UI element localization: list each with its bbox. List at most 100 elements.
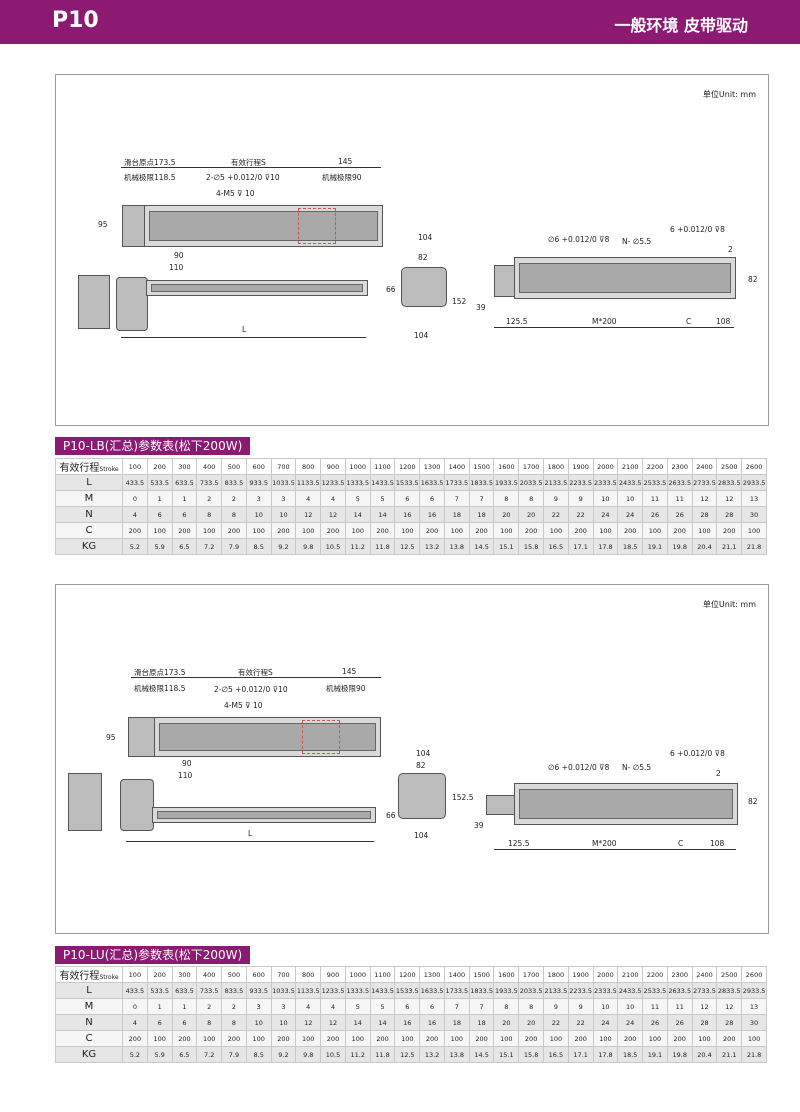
stroke-cell: 1800 bbox=[543, 966, 569, 983]
value-cell: 21.1 bbox=[716, 538, 743, 555]
drawing-panel-lb: 单位Unit: mm 滑台原点173.5 有效行程S 145 机械极限118.5… bbox=[55, 74, 769, 426]
value-cell: 100 bbox=[344, 522, 371, 539]
value-cell: 18 bbox=[468, 506, 495, 523]
value-cell: 200 bbox=[122, 522, 148, 539]
value-cell: 1633.5 bbox=[419, 982, 445, 999]
value-cell: 7.9 bbox=[221, 538, 247, 555]
motor-block bbox=[128, 717, 156, 757]
value-cell: 1 bbox=[171, 490, 198, 507]
value-cell: 19.8 bbox=[666, 538, 693, 555]
value-cell: 100 bbox=[642, 1030, 668, 1047]
dim-6-label: 6 +0.012/0 ⊽8 bbox=[670, 225, 725, 234]
value-cell: 2133.5 bbox=[543, 982, 569, 999]
value-cell: 6 bbox=[394, 490, 421, 507]
dim-m200: M*200 bbox=[592, 839, 617, 848]
stroke-cell: 1900 bbox=[567, 458, 594, 475]
value-cell: 16 bbox=[419, 1014, 445, 1031]
value-cell: 28 bbox=[691, 506, 718, 523]
value-cell: 2033.5 bbox=[518, 474, 545, 491]
stroke-header-label: 有效行程 bbox=[59, 463, 100, 474]
row-label: KG bbox=[55, 538, 123, 555]
stroke-cell: 300 bbox=[171, 458, 198, 475]
value-cell: 1 bbox=[146, 490, 173, 507]
motor-side-block bbox=[68, 773, 102, 831]
value-cell: 8 bbox=[518, 998, 545, 1015]
value-cell: 2133.5 bbox=[543, 474, 569, 491]
stroke-cell: 300 bbox=[171, 966, 198, 983]
n-holes-label: N- ∅5.5 bbox=[622, 763, 652, 772]
value-cell: 3 bbox=[270, 490, 297, 507]
value-cell: 1433.5 bbox=[369, 982, 396, 999]
value-cell: 10 bbox=[592, 998, 619, 1015]
value-cell: 833.5 bbox=[221, 474, 247, 491]
value-cell: 9 bbox=[567, 998, 594, 1015]
value-cell: 22 bbox=[567, 1014, 594, 1031]
dim-108: 108 bbox=[710, 839, 725, 848]
value-cell: 17.1 bbox=[567, 1046, 594, 1063]
value-cell: 12 bbox=[716, 998, 743, 1015]
value-cell: 13.2 bbox=[419, 1046, 445, 1063]
value-cell: 14 bbox=[369, 1014, 396, 1031]
dim-95: 95 bbox=[106, 733, 116, 742]
phi6-label: ∅6 +0.012/0 ⊽8 bbox=[548, 763, 610, 772]
hole-spec-label: 2-∅5 +0.012/0 ⊽10 bbox=[214, 685, 288, 694]
value-cell: 200 bbox=[617, 522, 644, 539]
side-view-rail bbox=[146, 280, 368, 296]
value-cell: 11.2 bbox=[344, 538, 371, 555]
top-view-rail bbox=[144, 205, 383, 247]
model-title: P10 bbox=[52, 8, 99, 33]
value-cell: 8 bbox=[221, 506, 247, 523]
row-label: KG bbox=[55, 1046, 123, 1063]
stroke-header-sub: Stroke bbox=[99, 974, 119, 981]
value-cell: 1133.5 bbox=[295, 982, 322, 999]
value-cell: 7 bbox=[468, 490, 495, 507]
value-cell: 12 bbox=[320, 1014, 346, 1031]
value-cell: 200 bbox=[567, 522, 594, 539]
value-cell: 200 bbox=[369, 1030, 396, 1047]
value-cell: 200 bbox=[716, 1030, 743, 1047]
value-cell: 9 bbox=[567, 490, 594, 507]
value-cell: 12 bbox=[691, 490, 718, 507]
page-subtitle: 一般环境 皮带驱动 bbox=[614, 16, 748, 35]
stroke-header-label: 有效行程 bbox=[59, 971, 100, 982]
stroke-cell: 2400 bbox=[691, 458, 718, 475]
value-cell: 11 bbox=[666, 490, 693, 507]
value-cell: 8 bbox=[221, 1014, 247, 1031]
value-cell: 22 bbox=[543, 506, 569, 523]
stroke-cell: 800 bbox=[295, 966, 322, 983]
value-cell: 14.5 bbox=[468, 538, 495, 555]
stroke-cell: 1100 bbox=[369, 966, 396, 983]
value-cell: 2733.5 bbox=[691, 982, 718, 999]
value-cell: 20.4 bbox=[691, 1046, 718, 1063]
value-cell: 5 bbox=[369, 490, 396, 507]
dim-39: 39 bbox=[474, 821, 484, 830]
value-cell: 22 bbox=[543, 1014, 569, 1031]
stroke-cell: 1300 bbox=[419, 458, 445, 475]
value-cell: 7 bbox=[468, 998, 495, 1015]
value-cell: 12 bbox=[295, 1014, 322, 1031]
value-cell: 3 bbox=[245, 998, 272, 1015]
value-cell: 200 bbox=[320, 522, 346, 539]
stroke-cell: 2300 bbox=[666, 458, 693, 475]
mech-limit-right-label: 机械极限90 bbox=[326, 684, 366, 693]
phi6-label: ∅6 +0.012/0 ⊽8 bbox=[548, 235, 610, 244]
value-cell: 9.8 bbox=[295, 538, 322, 555]
dim-L: L bbox=[242, 325, 247, 334]
value-cell: 30 bbox=[741, 506, 767, 523]
value-cell: 733.5 bbox=[196, 982, 223, 999]
value-cell: 12.5 bbox=[394, 538, 421, 555]
stroke-cell: 400 bbox=[196, 458, 223, 475]
value-cell: 14 bbox=[344, 1014, 371, 1031]
value-cell: 26 bbox=[642, 1014, 668, 1031]
value-cell: 12 bbox=[320, 506, 346, 523]
value-cell: 1433.5 bbox=[369, 474, 396, 491]
value-cell: 100 bbox=[642, 522, 668, 539]
value-cell: 5.2 bbox=[122, 538, 148, 555]
value-cell: 100 bbox=[196, 522, 223, 539]
dim-82-top: 82 bbox=[418, 253, 428, 262]
value-cell: 3 bbox=[270, 998, 297, 1015]
value-cell: 2633.5 bbox=[666, 982, 693, 999]
value-cell: 100 bbox=[443, 1030, 470, 1047]
value-cell: 2 bbox=[221, 490, 247, 507]
